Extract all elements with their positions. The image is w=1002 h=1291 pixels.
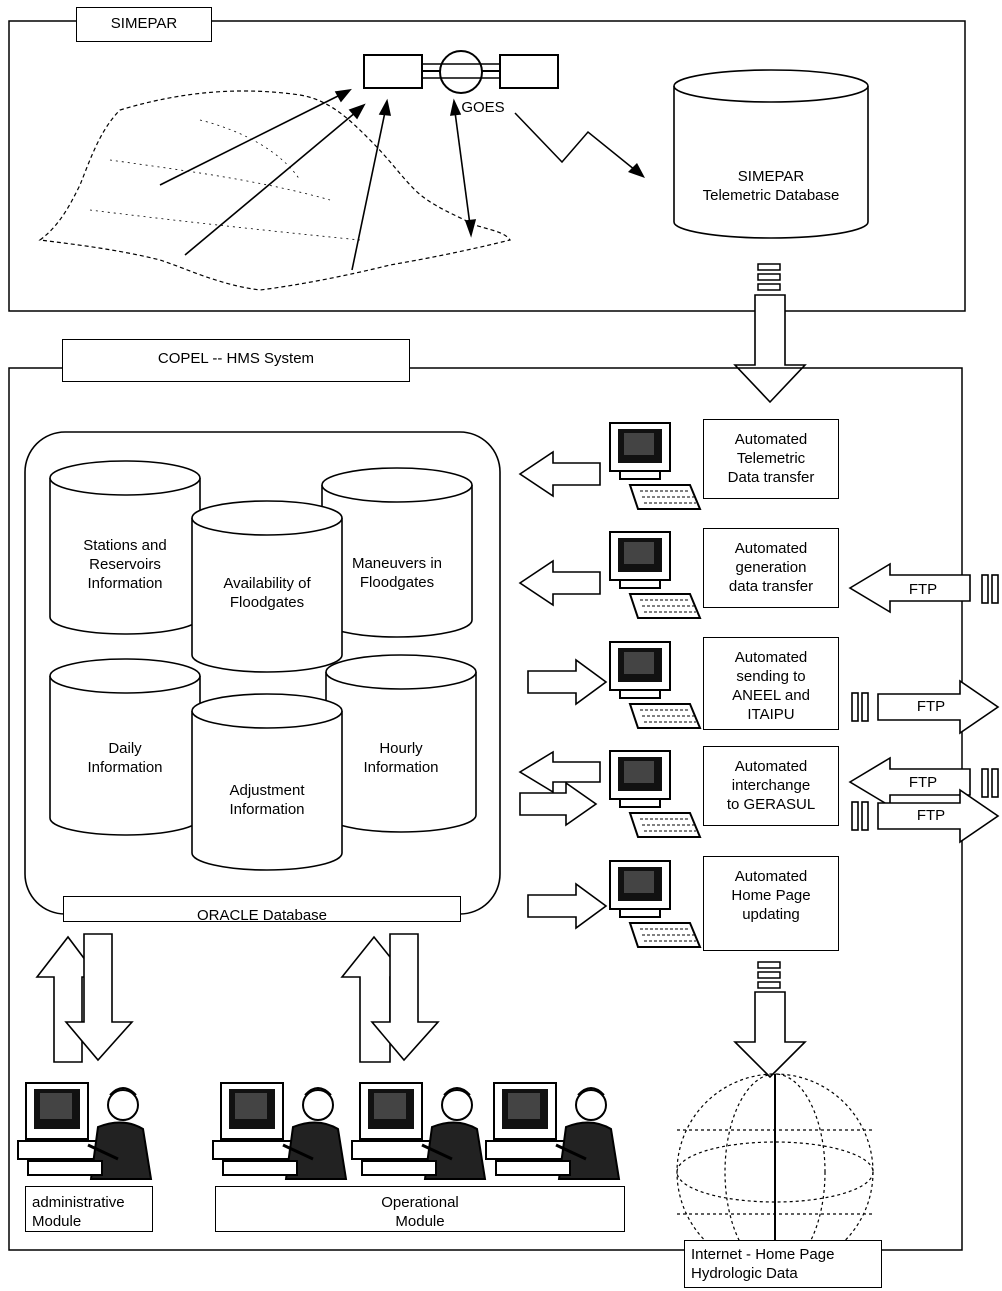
db-cylinders [49,460,477,871]
simepar-connector [757,263,781,291]
ftp-arrows [848,562,1000,844]
copel-title: COPEL -- HMS System [62,339,410,382]
simepar-to-copel-arrow [733,294,807,404]
db-floodgates-availability-label: Availability of Floodgates [223,575,311,611]
process-telemetric-box: Automated Telemetric Data transfer [703,419,839,499]
admin-user-icon [16,1081,153,1181]
simepar-database-label: SIMEPAR Telemetric Database [702,168,840,204]
process-homepage-box: Automated Home Page updating [703,856,839,951]
db-daily-label: Daily Information [87,740,163,776]
ftp-interchange-out-label: FTP [916,807,946,824]
pc-sending-icon [609,641,701,729]
goes-satellite-icon [363,50,559,94]
goes-label: GOES [461,99,505,116]
administrative-module-box: administrative Module [25,1186,153,1232]
homepage-to-internet-arrow [733,991,807,1079]
db-stations-label: Stations and Reservoirs Information [83,537,167,592]
process-generation-box: Automated generation data transfer [703,528,839,608]
goes-downlink [514,112,636,171]
process-interchange-box: Automated interchange to GERASUL [703,746,839,826]
operator-user-icon-2 [350,1081,487,1181]
process-sending-box: Automated sending to ANEEL and ITAIPU [703,637,839,730]
simepar-title: SIMEPAR [76,7,212,42]
pc-homepage-icon [609,860,701,948]
pc-generation-icon [609,531,701,619]
ftp-sending-label: FTP [916,698,946,715]
db-adjustment-label: Adjustment Information [229,782,305,818]
flow-arrows [518,450,608,930]
parana-map [38,90,511,291]
internet-connector [757,961,781,989]
oracle-database-label: ORACLE Database [63,896,461,922]
operational-module-box: Operational Module [215,1186,625,1232]
db-maneuvers-label: Maneuvers in Floodgates [351,555,443,591]
pc-telemetric-icon [609,422,701,510]
module-arrows [35,933,440,1063]
telemetry-uplinks [159,88,477,271]
operator-user-icon-1 [211,1081,348,1181]
ftp-generation-label: FTP [908,581,938,598]
operator-user-icon-3 [484,1081,621,1181]
db-hourly-label: Hourly Information [363,740,439,776]
simepar-frame [8,20,966,312]
ftp-interchange-in-label: FTP [908,774,938,791]
simepar-database-icon [673,69,869,239]
internet-homepage-label: Internet - Home Page Hydrologic Data [684,1240,882,1288]
pc-interchange-icon [609,750,701,838]
internet-globe-icon [676,1073,874,1271]
